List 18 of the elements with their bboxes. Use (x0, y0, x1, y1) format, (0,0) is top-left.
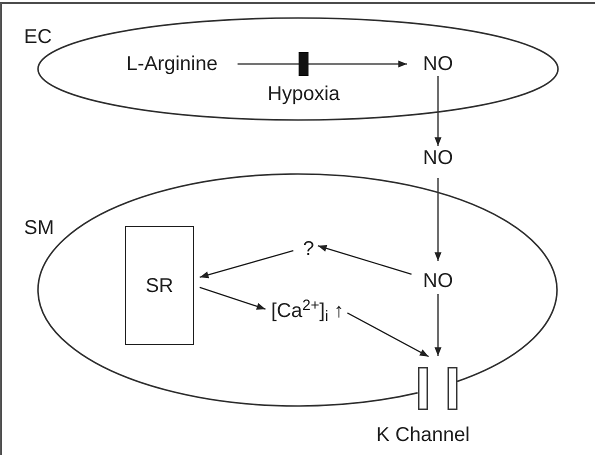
node-text: NO (423, 53, 453, 75)
arrow (434, 76, 442, 146)
arrow (238, 52, 407, 76)
arrow (434, 294, 442, 356)
region-label: EC (24, 26, 52, 48)
arrow (318, 244, 412, 275)
node-text: NO (423, 147, 453, 169)
arrow (347, 312, 429, 358)
region-label: SM (24, 217, 54, 239)
node-text: [Ca$^{2+}$]$_{i}$ ↑ (271, 300, 344, 322)
channel-label: K Channel (376, 424, 470, 446)
arrow (200, 250, 294, 278)
arrow (434, 178, 442, 261)
organelle-box: SR (125, 226, 194, 345)
node-text: ? (302, 238, 314, 260)
arrow (200, 286, 266, 310)
node-text: NO (423, 270, 453, 292)
node-text: L-Arginine (126, 53, 218, 75)
